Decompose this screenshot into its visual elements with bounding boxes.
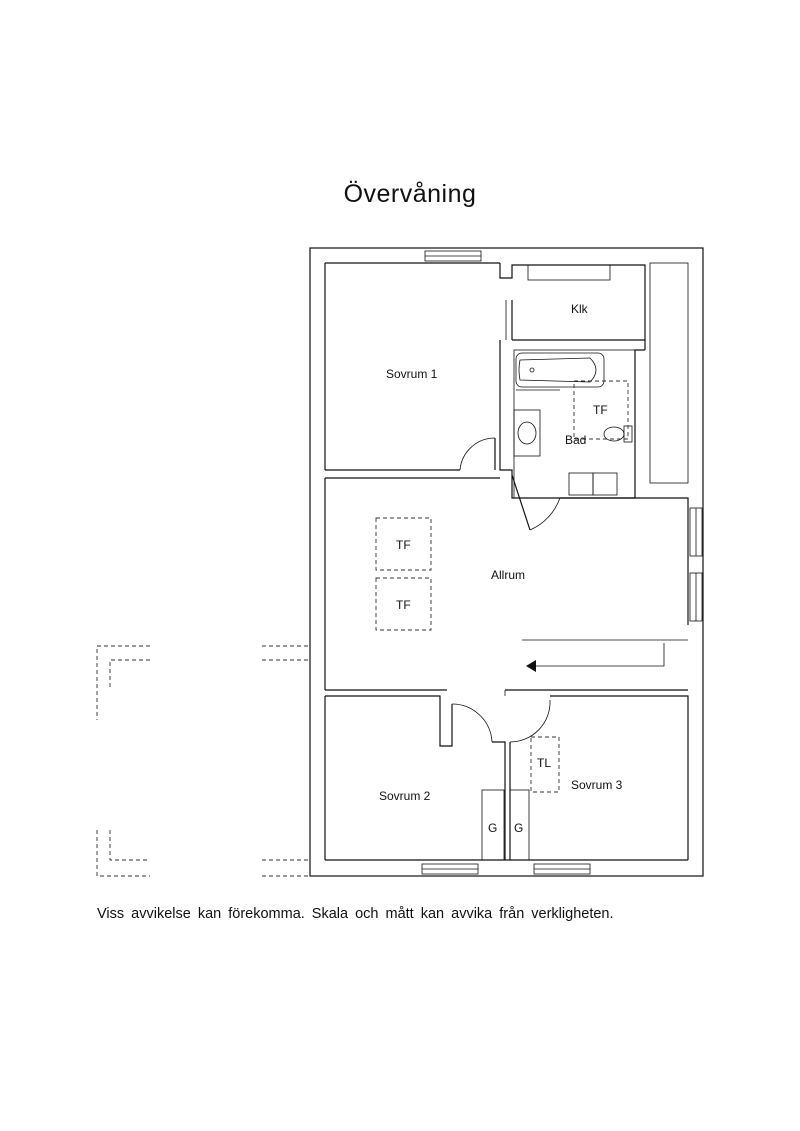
windows [421,250,703,875]
marker-tf-allrum-2: TF [396,598,411,612]
room-klk [505,262,689,484]
outer-walls [309,247,704,877]
dashed-outline [96,645,310,877]
marker-tl: TL [537,756,551,770]
marker-tf-allrum-1: TF [396,538,411,552]
room-sovrum-1 [325,263,646,471]
label-klk: Klk [571,302,589,316]
room-allrum [324,477,689,696]
marker-g-2: G [514,821,523,835]
label-sovrum-2: Sovrum 2 [379,789,431,803]
disclaimer-text: Viss avvikelse kan förekomma. Skala och … [97,906,614,922]
label-sovrum-3: Sovrum 3 [571,778,623,792]
label-allrum: Allrum [491,568,525,582]
page-title: Övervåning [343,180,477,208]
marker-g-1: G [488,821,497,835]
room-bad [499,340,645,499]
label-bad: Bad [565,433,586,447]
door-bad [511,474,561,531]
rooms-sovrum-2-3 [324,695,689,861]
marker-tf-bad: TF [593,403,608,417]
label-sovrum-1: Sovrum 1 [386,367,438,381]
